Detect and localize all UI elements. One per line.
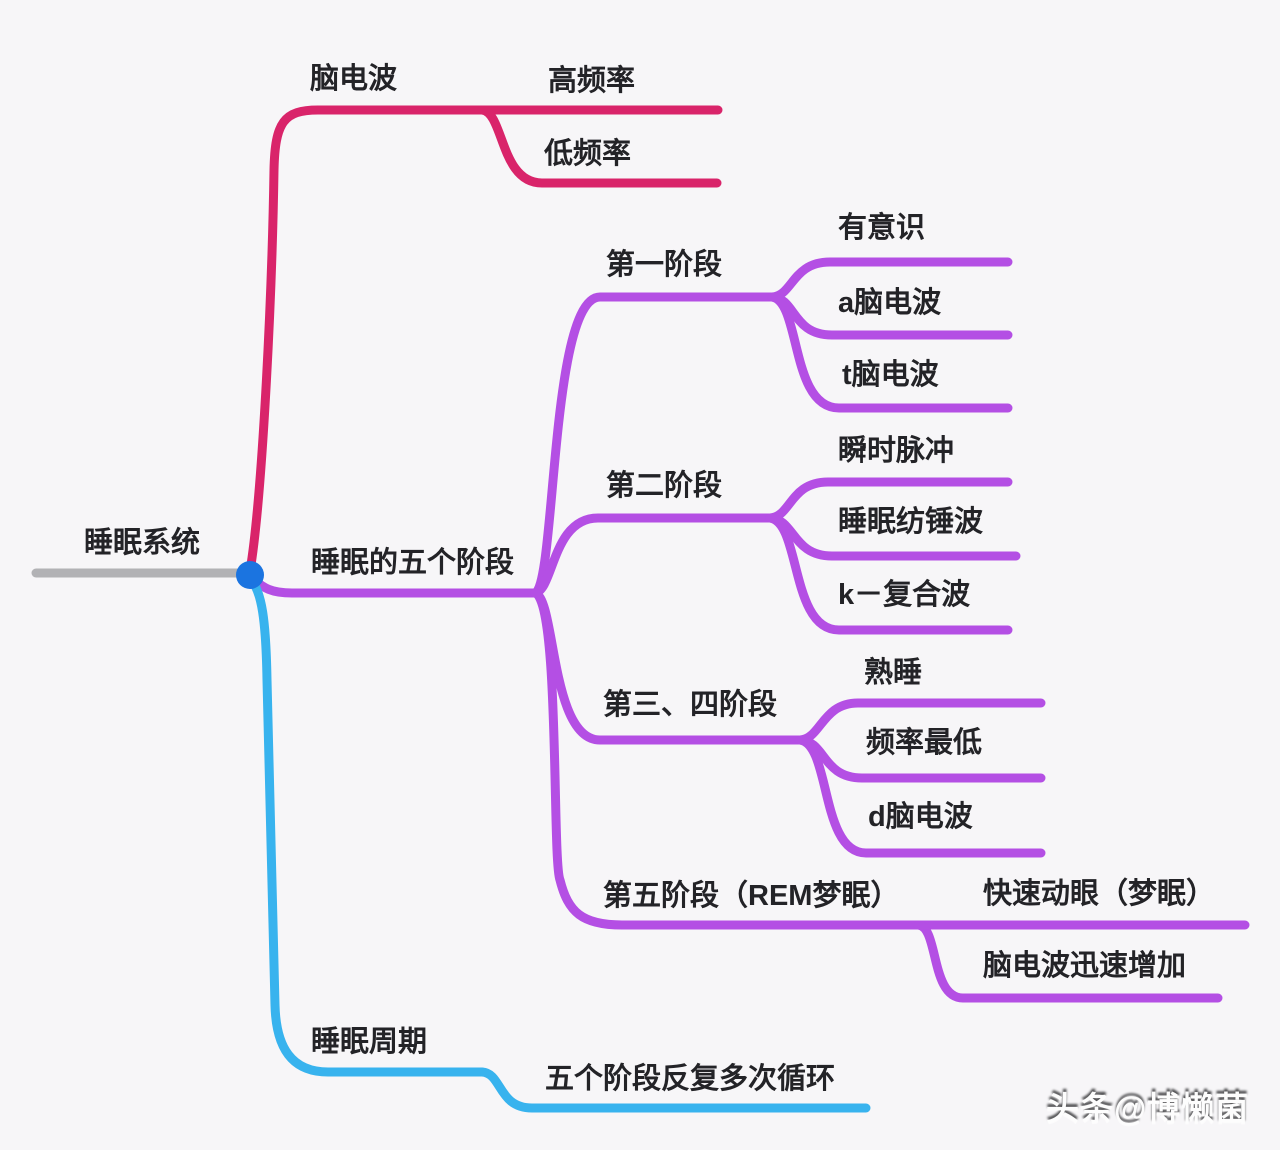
stage1-line	[530, 292, 777, 598]
stage34-dwave-line	[795, 735, 1046, 858]
branch-brainwaves-line	[245, 105, 723, 576]
node-t-brainwave: t脑电波	[842, 359, 939, 391]
node-stage-3-4: 第三、四阶段	[603, 689, 778, 721]
branch-cycle-line	[245, 574, 487, 1077]
node-deep-sleep: 熟睡	[864, 657, 923, 689]
node-five-stages: 睡眠的五个阶段	[311, 547, 515, 579]
node-lowest-frequency: 频率最低	[866, 727, 983, 759]
node-rapid-eye-movement: 快速动眼（梦眠）	[983, 878, 1216, 910]
node-brainwave-increase: 脑电波迅速增加	[983, 950, 1187, 982]
branch-stages-line	[245, 572, 540, 598]
stage2-kcomplex-line	[765, 513, 1013, 635]
node-cycle-loop: 五个阶段反复多次循环	[545, 1063, 836, 1095]
node-conscious: 有意识	[838, 212, 926, 244]
node-k-complex: k－复合波	[838, 579, 971, 611]
node-stage-5-rem: 第五阶段（REM梦眠）	[603, 880, 900, 912]
node-root: 睡眠系统	[84, 527, 201, 559]
node-sleep-cycle: 睡眠周期	[311, 1026, 428, 1058]
center-node	[236, 561, 264, 589]
node-d-brainwave: d脑电波	[868, 801, 973, 833]
node-stage-2: 第二阶段	[606, 470, 723, 502]
node-pulse: 瞬时脉冲	[838, 435, 955, 467]
branch-lowfreq-line	[477, 105, 722, 188]
node-brainwaves: 脑电波	[310, 63, 398, 95]
stage1-twave-line	[767, 292, 1013, 413]
node-a-brainwave: a脑电波	[838, 287, 942, 319]
stage2-line	[530, 513, 775, 598]
stage5-line	[530, 588, 1250, 930]
node-low-frequency: 低频率	[544, 138, 632, 170]
stage5-increase-line	[913, 920, 1223, 1003]
node-sleep-spindle: 睡眠纺锤波	[838, 506, 984, 538]
cycle-loop-line	[477, 1067, 871, 1113]
node-stage-1: 第一阶段	[606, 249, 723, 281]
watermark: 头条@博懒菌	[1046, 1090, 1250, 1127]
node-high-frequency: 高频率	[548, 65, 636, 97]
